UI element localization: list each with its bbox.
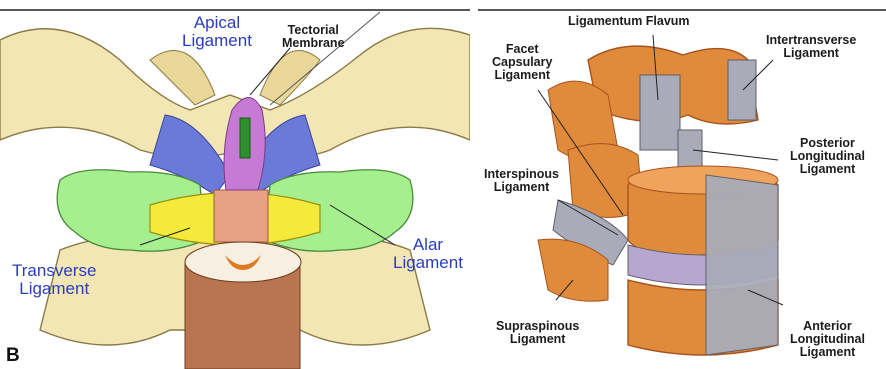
intertransverse-ligament-label: Intertransverse Ligament [766, 34, 856, 60]
intertransverse-ligament [728, 60, 756, 120]
tectorial-membrane-label: Tectorial Membrane [282, 24, 345, 50]
posterior-longitudinal-ligament-label: Posterior Longitudinal Ligament [790, 137, 865, 176]
anterior-longitudinal-ligament-label: Anterior Longitudinal Ligament [790, 320, 865, 359]
panel-letter: B [6, 346, 20, 366]
ligamentum-flavum [640, 75, 680, 150]
supraspinous-ligament-label: Supraspinous Ligament [496, 320, 579, 346]
apical-ligament-label: Apical Ligament [182, 14, 252, 50]
spinal-cord-section [185, 242, 301, 282]
interspinous-ligament-label: Interspinous Ligament [484, 168, 559, 194]
anterior-longitudinal-ligament [706, 175, 778, 355]
craniovertebral-ligaments-diagram: Apical Ligament Tectorial Membrane Trans… [0, 0, 470, 369]
spinal-ligaments-diagram: Ligamentum Flavum Facet Capsulary Ligame… [478, 0, 886, 369]
facet-capsulary-ligament-label: Facet Capsulary Ligament [492, 43, 552, 82]
alar-ligament-label: Alar Ligament [393, 236, 463, 272]
apical-ligament [240, 118, 250, 158]
craniovertebral-illustration [0, 0, 470, 369]
ligamentum-flavum-label: Ligamentum Flavum [568, 15, 690, 28]
transverse-ligament-label: Transverse Ligament [12, 262, 96, 298]
posterior-longitudinal-ligament [678, 130, 702, 170]
dens [214, 190, 268, 242]
